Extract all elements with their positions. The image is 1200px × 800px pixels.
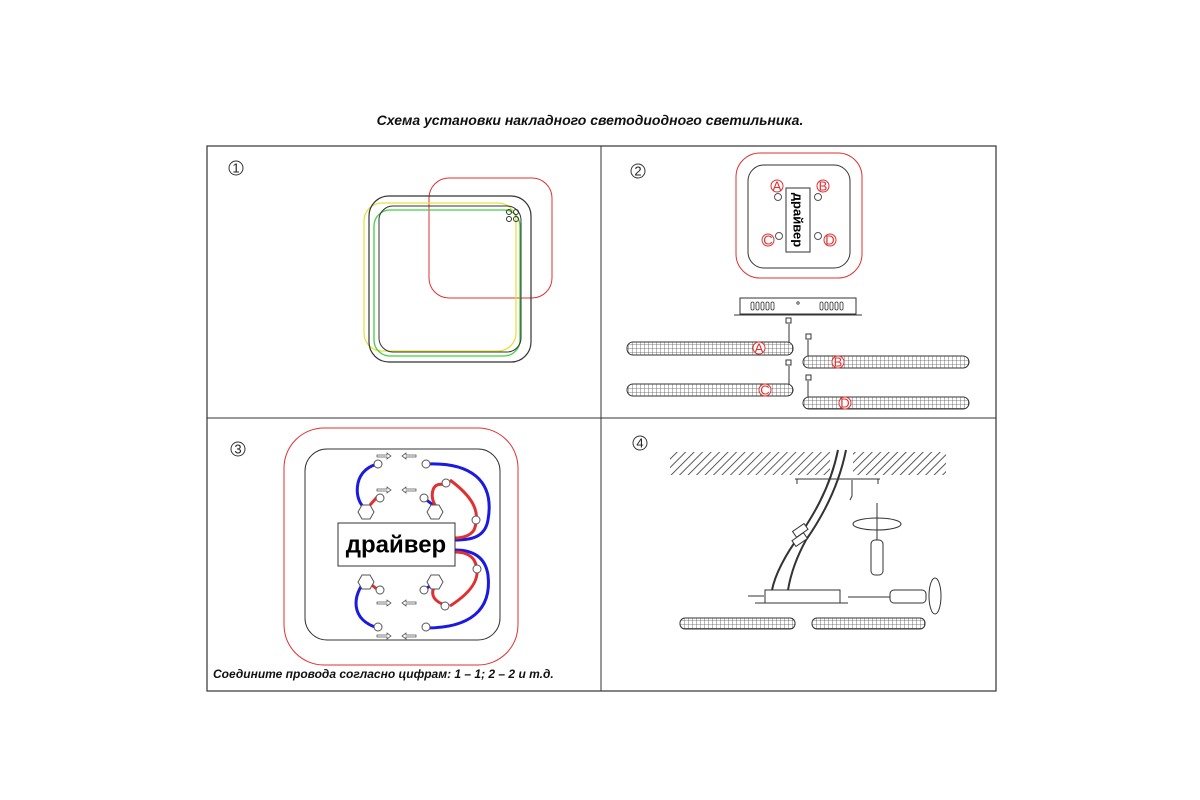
svg-text:A: A	[773, 179, 782, 194]
svg-text:B: B	[834, 355, 843, 370]
svg-text:A: A	[755, 341, 764, 356]
svg-text:C: C	[763, 233, 772, 248]
panel-2-top-view: драйвер A B C D	[735, 152, 863, 279]
panel-4-mounting	[670, 449, 946, 630]
svg-text:2: 2	[634, 164, 641, 179]
panel-3-number: 3	[230, 441, 246, 457]
diagram-title: Схема установки накладного светодиодного…	[376, 112, 804, 128]
panel-1-lamp-outline	[363, 177, 553, 363]
driver-box	[785, 187, 811, 253]
svg-text:D: D	[825, 233, 834, 248]
driver-box	[337, 522, 456, 567]
screwdriver-vertical-icon	[852, 503, 902, 576]
connector-a-label: A	[770, 179, 784, 194]
screwdriver-horizontal-icon	[848, 577, 942, 615]
svg-text:D: D	[840, 396, 849, 411]
connector-d-label: D	[823, 233, 837, 248]
panel-4-number: 4	[632, 435, 648, 451]
driver-label: драйвер	[346, 532, 446, 559]
panel-2-number: 2	[630, 163, 646, 179]
connector-b-label: B	[816, 179, 830, 194]
panel-2-led-strips	[626, 317, 970, 410]
svg-text:4: 4	[636, 436, 643, 451]
instruction-footer: Соедините провода согласно цифрам: 1 – 1…	[213, 667, 554, 681]
panel-2-driver-side	[734, 297, 862, 316]
svg-text:C: C	[760, 383, 769, 398]
svg-text:3: 3	[234, 442, 241, 457]
svg-text:1: 1	[232, 161, 239, 176]
strip-labels: A B C D	[752, 341, 852, 411]
svg-text:B: B	[819, 179, 828, 194]
ceiling	[670, 452, 830, 475]
panel-1-number: 1	[228, 160, 244, 176]
driver-label: драйвер	[791, 193, 806, 247]
connector-c-label: C	[761, 233, 775, 248]
panel-3-wiring: драйвер	[283, 427, 519, 666]
